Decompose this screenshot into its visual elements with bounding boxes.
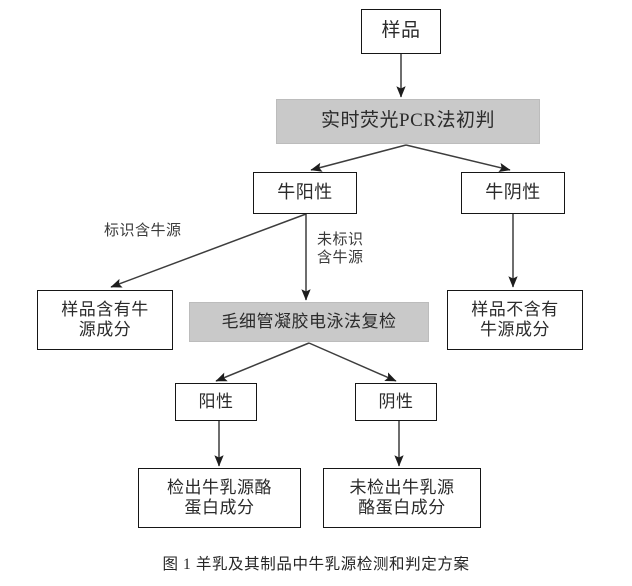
node-not-detected: 未检出牛乳源 酪蛋白成分 bbox=[323, 468, 481, 528]
edge-pcr-to-cattle-positive bbox=[310, 144, 407, 172]
edge-label-labeled-contains-bovine: 标识含牛源 bbox=[104, 223, 182, 239]
node-detected: 检出牛乳源酪 蛋白成分 bbox=[138, 468, 301, 528]
node-cge-positive: 阳性 bbox=[175, 383, 257, 421]
node-cge-negative: 阴性 bbox=[355, 383, 437, 421]
figure-caption: 图 1 羊乳及其制品中牛乳源检测和判定方案 bbox=[162, 556, 470, 573]
node-sample: 样品 bbox=[361, 9, 441, 54]
node-cge: 毛细管凝胶电泳法复检 bbox=[189, 302, 429, 342]
edge-cge-to-cge-positive bbox=[215, 342, 310, 382]
edge-label-unlabeled-contains-bovine: 未标识 含牛源 bbox=[317, 232, 364, 266]
edge-pcr-to-cattle-negative bbox=[405, 144, 511, 172]
node-cattle-negative: 牛阴性 bbox=[461, 172, 565, 214]
node-cattle-positive: 牛阳性 bbox=[253, 172, 357, 214]
node-contains-bovine: 样品含有牛 源成分 bbox=[37, 290, 173, 350]
edge-cge-to-cge-negative bbox=[308, 342, 397, 382]
node-no-bovine: 样品不含有 牛源成分 bbox=[447, 290, 583, 350]
node-pcr: 实时荧光PCR法初判 bbox=[276, 99, 540, 144]
